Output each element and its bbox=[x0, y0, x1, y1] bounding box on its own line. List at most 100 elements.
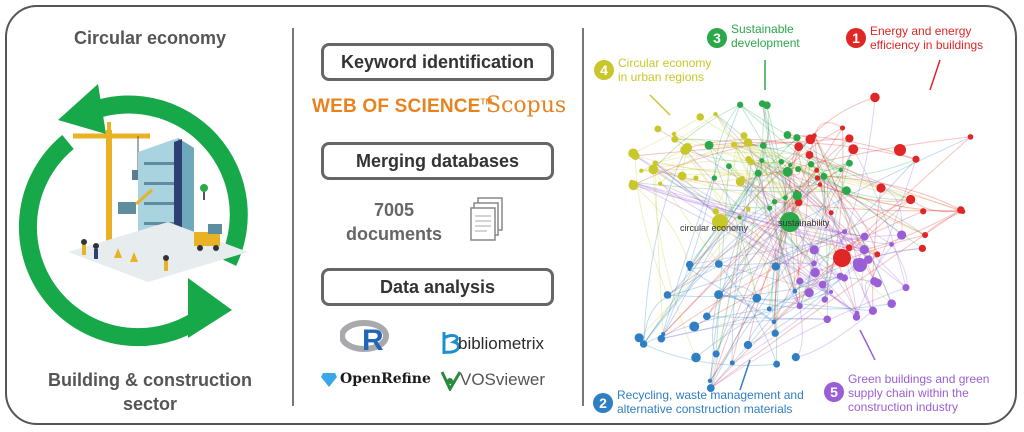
network-edge bbox=[732, 291, 832, 364]
network-edge bbox=[708, 145, 758, 299]
network-node bbox=[745, 155, 752, 163]
openrefine-text: OpenRefine bbox=[340, 371, 431, 387]
network-edge bbox=[635, 155, 857, 318]
network-node bbox=[782, 166, 793, 177]
bibliometrix-logo-icon bbox=[442, 332, 461, 354]
network-edge bbox=[715, 166, 730, 354]
network-edge bbox=[742, 177, 858, 314]
top-arrowhead bbox=[58, 84, 106, 134]
network-edge bbox=[631, 181, 865, 238]
network-edge bbox=[660, 177, 715, 339]
document-count: 7005 documents bbox=[346, 198, 442, 246]
network-edge bbox=[864, 209, 962, 251]
network-edge bbox=[843, 247, 923, 279]
tree-icon bbox=[200, 184, 208, 200]
network-node bbox=[792, 190, 802, 201]
network-node bbox=[796, 277, 804, 285]
circular-arrows-illustration bbox=[18, 84, 248, 347]
network-node bbox=[737, 215, 742, 220]
network-edge bbox=[739, 164, 791, 218]
network-edge bbox=[824, 127, 844, 300]
network-node-circular-economy: circular economy bbox=[680, 223, 749, 233]
network-edge bbox=[652, 169, 720, 265]
network-edge bbox=[667, 184, 821, 296]
network-edge bbox=[710, 162, 752, 389]
network-edge bbox=[787, 96, 876, 175]
wos-text: WEB OF SCIENCE bbox=[312, 96, 481, 117]
network-hub-node bbox=[894, 144, 906, 156]
network-edge bbox=[706, 127, 843, 317]
network-edge bbox=[747, 137, 798, 150]
cluster-5-line2: supply chain within the bbox=[848, 386, 969, 400]
network-node bbox=[677, 171, 687, 181]
network-edge bbox=[813, 122, 843, 136]
network-node bbox=[696, 113, 704, 121]
network-node bbox=[759, 158, 765, 164]
cluster-1-line2: efficiency in buildings bbox=[870, 38, 984, 52]
network-edge bbox=[662, 184, 821, 335]
cluster-pointer-arrow bbox=[859, 329, 876, 361]
bottom-arrow-arc bbox=[18, 135, 214, 347]
network-edge bbox=[673, 133, 735, 147]
network-edge bbox=[734, 144, 782, 163]
network-node bbox=[639, 340, 648, 348]
network-edge bbox=[715, 113, 796, 292]
network-node bbox=[846, 159, 853, 167]
cluster-pointer-arrow bbox=[649, 94, 671, 116]
web-of-science-logo: WEB OF SCIENCETM bbox=[312, 96, 492, 118]
network-node bbox=[759, 142, 767, 149]
network-node bbox=[842, 186, 851, 195]
network-edge bbox=[813, 135, 875, 282]
network-node bbox=[810, 267, 820, 278]
network-edge bbox=[757, 105, 770, 174]
network-edge bbox=[643, 207, 770, 345]
network-node bbox=[661, 332, 666, 337]
network-edge bbox=[773, 148, 854, 323]
network-node bbox=[712, 208, 719, 215]
network-edge bbox=[826, 169, 842, 213]
network-node bbox=[906, 194, 916, 205]
network-edge bbox=[718, 231, 845, 296]
network-node bbox=[922, 232, 929, 239]
cluster-3-badge: 3 bbox=[707, 28, 727, 48]
network-edge bbox=[668, 231, 845, 297]
network-edge bbox=[797, 168, 926, 236]
network-node bbox=[796, 302, 803, 310]
network-edge bbox=[684, 149, 782, 164]
network-edge bbox=[652, 169, 697, 358]
network-edge bbox=[794, 154, 811, 292]
network-edge bbox=[740, 181, 878, 255]
network-node bbox=[729, 360, 735, 366]
network-node bbox=[634, 333, 644, 343]
network-edge bbox=[813, 135, 858, 314]
co-occurrence-network bbox=[628, 59, 974, 393]
network-edge bbox=[689, 135, 815, 265]
network-node bbox=[823, 315, 832, 324]
network-node bbox=[682, 143, 693, 153]
network-edge bbox=[653, 169, 770, 209]
network-edge bbox=[733, 135, 745, 179]
network-node bbox=[762, 101, 771, 110]
network-node bbox=[671, 135, 679, 143]
network-edge bbox=[728, 165, 815, 264]
network-node bbox=[817, 182, 823, 187]
cluster-5-line3: construction industry bbox=[848, 400, 959, 414]
document-stack-icon bbox=[470, 197, 503, 241]
truck-icon bbox=[194, 224, 222, 251]
network-edge bbox=[751, 161, 850, 169]
network-edge bbox=[654, 163, 664, 335]
network-edge bbox=[789, 127, 843, 166]
network-node bbox=[714, 260, 723, 268]
network-edge bbox=[771, 223, 790, 322]
cluster-4-label: Circular economy in urban regions bbox=[618, 56, 711, 84]
network-edge bbox=[631, 181, 847, 193]
network-edge bbox=[747, 142, 815, 264]
network-edge bbox=[819, 184, 874, 312]
network-edge bbox=[684, 149, 832, 293]
network-edge bbox=[761, 103, 816, 273]
network-node bbox=[671, 131, 677, 137]
network-edge bbox=[718, 263, 832, 293]
network-node bbox=[782, 195, 788, 201]
network-edge bbox=[674, 138, 788, 173]
network-edge bbox=[823, 158, 917, 178]
